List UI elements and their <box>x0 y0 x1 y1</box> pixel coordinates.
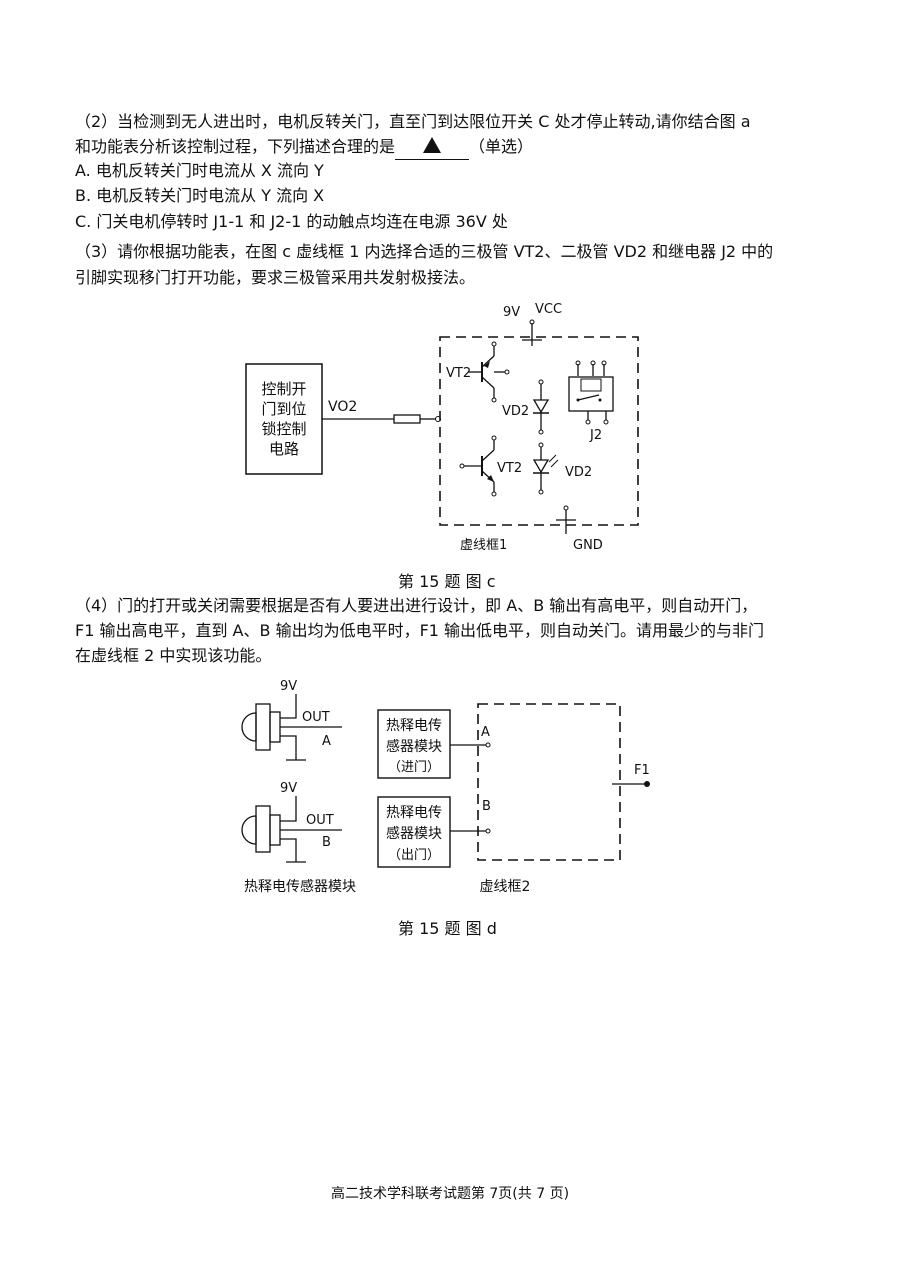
control-box-line2: 门到位 <box>261 400 306 418</box>
j2-coil <box>580 378 602 392</box>
sensor-b-base <box>269 814 281 846</box>
q2-line1: （2）当检测到无人进出时，电机反转关门，直至门到达限位开关 C 处才停止转动,请… <box>75 112 751 131</box>
vt2-top-pin-1 <box>491 341 497 347</box>
vd2-diode-body <box>532 399 550 414</box>
vt2-bottom-pin-1 <box>459 463 465 469</box>
frame1-label: 虚线框1 <box>460 538 507 553</box>
vt2-bottom-pin-3 <box>491 491 497 497</box>
sensor-a-gnd-wire <box>280 735 297 760</box>
sensor-a-body <box>255 703 271 751</box>
vt2-top-pin-3 <box>491 397 497 403</box>
j2-contact-dot-1 <box>576 398 580 402</box>
q3-line1: （3）请你根据功能表，在图 c 虚线框 1 内选择合适的三极管 VT2、二极管 … <box>75 242 774 261</box>
led-ray-2 <box>550 459 559 468</box>
vcc-label: VCC <box>535 302 562 317</box>
q2-option-a: A. 电机反转关门时电流从 X 流向 Y <box>75 161 324 180</box>
sensor-caption: 热释电传感器模块 <box>244 878 356 895</box>
q2-line2-text: 和功能表分析该控制过程，下列描述合理的是 <box>75 137 396 156</box>
vt2-top-collector <box>481 376 495 389</box>
sensor-b-9v: 9V <box>280 781 297 796</box>
module-entry-line2: 感器模块 <box>386 738 442 755</box>
j2-label: J2 <box>589 428 602 443</box>
control-box-line3: 锁控制 <box>261 420 306 438</box>
vo2-label: VO2 <box>328 399 357 415</box>
sensor-b-lens <box>241 815 257 845</box>
figure-c-caption: 第 15 题 图 c <box>398 572 496 591</box>
f1-terminal <box>644 781 650 787</box>
led-ray-1 <box>548 454 557 463</box>
module-exit-line2: 感器模块 <box>386 825 442 842</box>
f1-label: F1 <box>634 763 650 778</box>
dashed-frame-2 <box>477 703 621 861</box>
q2-option-b: B. 电机反转关门时电流从 Y 流向 X <box>75 186 325 205</box>
vt2-label-bottom: VT2 <box>497 461 522 476</box>
sensor-b-body <box>255 805 271 853</box>
sensor-b-gnd-wire <box>280 838 297 862</box>
led-pin-2 <box>538 489 544 495</box>
vd2-label-top: VD2 <box>502 404 529 419</box>
terminal-a <box>485 742 491 748</box>
sensor-a-label: A <box>322 734 331 749</box>
sensor-a-vcc-wire <box>280 694 297 719</box>
led-body <box>532 459 550 474</box>
control-box-line4: 电路 <box>269 440 299 458</box>
vd2-label-bottom: VD2 <box>565 465 592 480</box>
module-exit-line1: 热释电传 <box>386 805 442 821</box>
j2-contact <box>577 394 600 401</box>
q2-line2-suffix: （单选） <box>469 137 534 156</box>
vd2-pin-1 <box>538 379 544 385</box>
q4-line3: 在虚线框 2 中实现该功能。 <box>75 646 272 665</box>
q4-line1: （4）门的打开或关闭需要根据是否有人要进出进行设计，即 A、B 输出有高电平，则… <box>75 596 758 615</box>
sensor-a-out: OUT <box>302 710 330 725</box>
j2-contact-dot-2 <box>598 398 602 402</box>
module-entry-line1: 热释电传 <box>386 718 442 734</box>
q2-option-c: C. 门关电机停转时 J1-1 和 J2-1 的动触点均连在电源 36V 处 <box>75 212 508 231</box>
vd2-pin-2 <box>538 429 544 435</box>
j2-pin-3 <box>601 360 607 366</box>
module-entry-box <box>377 709 451 779</box>
vt2-label-top: VT2 <box>446 366 471 381</box>
frame2-label: 虚线框2 <box>480 879 531 895</box>
sensor-b-label: B <box>322 835 331 850</box>
sensor-a-9v: 9V <box>280 679 297 694</box>
gnd-node <box>563 505 569 511</box>
q3-line2: 引脚实现移门打开功能，要求三极管采用共发射极接法。 <box>75 268 476 287</box>
module-entry-line3: （进门） <box>388 760 440 775</box>
q4-line2: F1 输出高电平，直到 A、B 输出均为低电平时，F1 输出低电平，则自动关门。… <box>75 621 765 640</box>
gnd-label: GND <box>573 538 603 553</box>
control-box-line1: 控制开 <box>261 380 306 398</box>
module-exit-box <box>377 796 451 868</box>
j2-pin-2 <box>590 360 596 366</box>
j2-pin-4 <box>585 419 591 425</box>
q2-line2: 和功能表分析该控制过程，下列描述合理的是 （单选） <box>75 135 533 160</box>
page-footer: 高二技术学科联考试题第 7页(共 7 页) <box>330 1186 570 1202</box>
sensor-a-lens <box>241 712 257 742</box>
dashed-frame-1 <box>439 336 639 526</box>
vt2-bottom-pin-2 <box>491 435 497 441</box>
j2-relay-body <box>568 376 614 412</box>
input-a-label: A <box>481 725 490 740</box>
resistor <box>393 414 421 424</box>
triangle-icon <box>423 137 442 153</box>
sensor-a-base <box>269 711 281 743</box>
vt2-top-arrow <box>484 361 490 368</box>
sensor-b-out: OUT <box>306 813 334 828</box>
led-pin-1 <box>538 442 544 448</box>
sensor-b-vcc-wire <box>280 796 297 822</box>
j2-pin-1 <box>575 360 581 366</box>
j2-pin-5 <box>603 419 609 425</box>
figure-d-caption: 第 15 题 图 d <box>398 919 497 938</box>
module-exit-line3: （出门） <box>388 848 440 863</box>
terminal-b <box>485 828 491 834</box>
vt2-bottom-collector <box>481 449 495 462</box>
vcc-node <box>529 319 535 325</box>
input-b-label: B <box>482 799 491 814</box>
vt2-top-emitter <box>481 355 495 368</box>
vt2-bottom-arrow <box>487 475 494 482</box>
answer-blank <box>395 135 470 160</box>
vt2-top-pin-2 <box>504 369 510 375</box>
nine-v-label: 9V <box>503 305 520 320</box>
